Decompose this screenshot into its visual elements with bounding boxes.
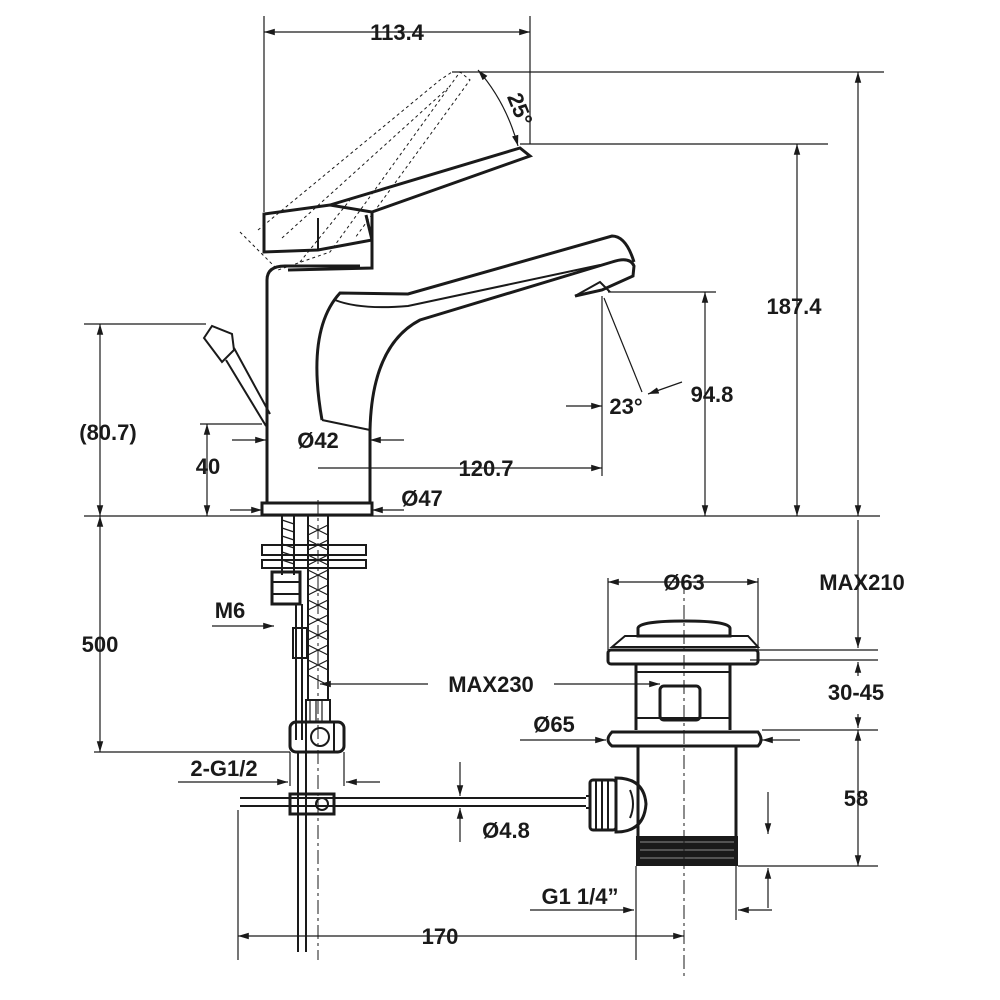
dim-170: 170 [422,924,459,949]
dim-dia-65: Ø65 [533,712,575,737]
faucet-body [202,71,636,517]
dim-500: 500 [82,632,119,657]
dim-m6: M6 [215,598,246,623]
dim-30-45: 30-45 [828,680,884,705]
dim-94-8: 94.8 [691,382,734,407]
dim-113-4: 113.4 [370,20,425,45]
dimension-lines [84,16,884,960]
dim-dia-47: Ø47 [401,486,443,511]
dim-dia-4-8: Ø4.8 [482,818,530,843]
dim-2-g1-2: 2-G1/2 [190,756,257,781]
dim-80-7: (80.7) [79,420,136,445]
dim-max210: MAX210 [819,570,905,595]
dim-23-degrees: 23° [609,394,642,419]
dim-120-7: 120.7 [458,456,513,481]
dim-g1-1-4: G1 1/4” [541,884,618,909]
dim-dia-63: Ø63 [663,570,705,595]
center-lines [317,500,685,978]
dim-dia-42: Ø42 [297,428,339,453]
dim-max230: MAX230 [448,672,534,697]
dim-58: 58 [844,786,868,811]
popup-waste [586,619,763,866]
dim-40: 40 [196,454,220,479]
dim-187-4: 187.4 [766,294,822,319]
dim-25-degrees: 25° [502,89,538,129]
